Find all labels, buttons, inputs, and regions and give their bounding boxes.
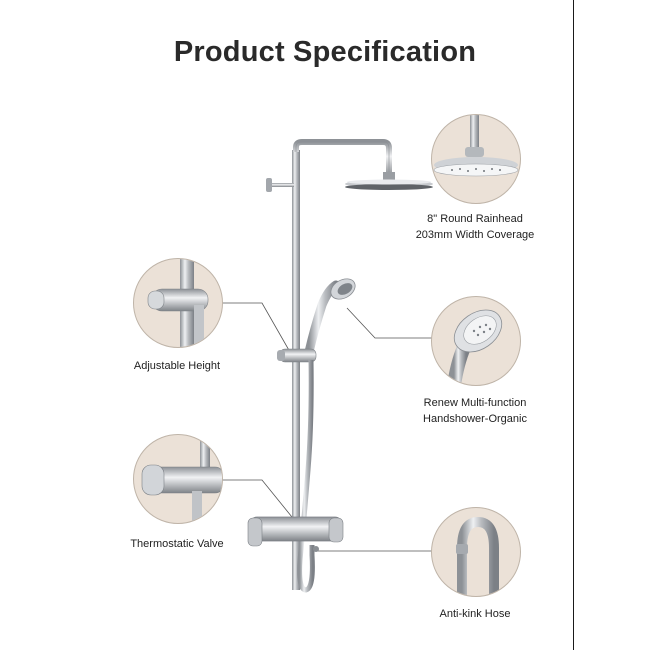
handshower-label-line2: Handshower-Organic: [423, 413, 527, 425]
rainhead-label: 8" Round Rainhead 203mm Width Coverage: [400, 211, 550, 243]
slider-bracket: [277, 348, 317, 363]
callout-leader-lines: [222, 302, 432, 552]
thermostatic-valve: [247, 516, 344, 552]
rainhead-label-line1: 8" Round Rainhead: [427, 213, 523, 225]
adjustable-height-label: Adjustable Height: [133, 360, 221, 372]
thermostatic-valve-detail-circle: [133, 434, 223, 524]
handshower-label: Renew Multi-function Handshower-Organic: [400, 395, 550, 427]
thermostatic-valve-label: Thermostatic Valve: [130, 538, 224, 550]
leader-handshower: [346, 307, 432, 339]
handshower-detail-circle: [431, 296, 521, 386]
handshower-label-line1: Renew Multi-function: [423, 397, 527, 409]
rainhead-label-line2: 203mm Width Coverage: [415, 229, 535, 241]
leader-thermostatic-valve: [222, 479, 297, 523]
shower-arm: [293, 139, 392, 178]
page-edge-rule: [573, 0, 574, 650]
hose-label: Anti-kink Hose: [439, 608, 511, 620]
riser-rail: [292, 150, 300, 590]
page-title: Product Specification: [173, 36, 477, 68]
leader-adjustable-height: [222, 302, 291, 353]
rainhead: [345, 172, 433, 190]
wall-bracket: [270, 183, 294, 187]
handshower: [304, 278, 356, 357]
hose-detail-circle: [431, 507, 521, 597]
adjustable-height-detail-circle: [133, 258, 223, 348]
rainhead-detail-circle: [431, 114, 521, 204]
hose: [297, 359, 315, 593]
